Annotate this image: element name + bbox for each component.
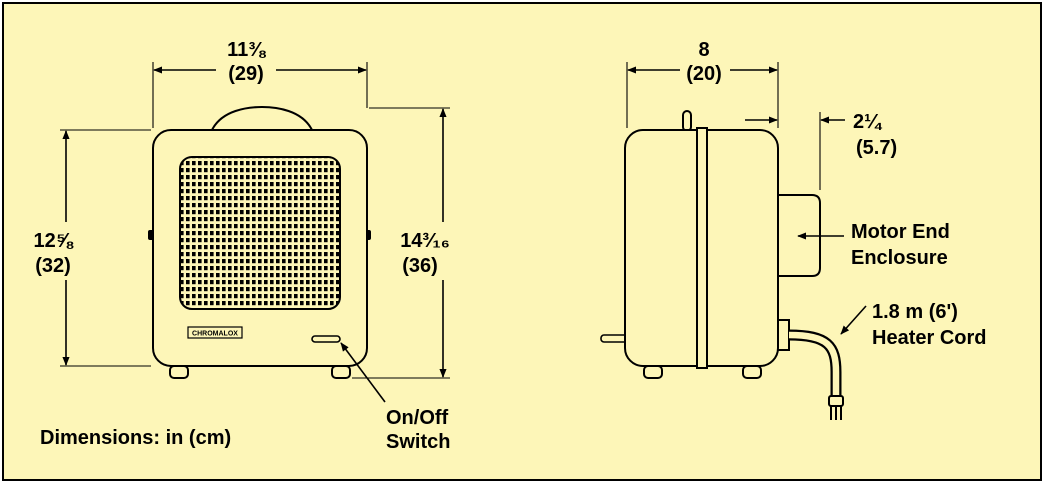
front-right-foot <box>331 365 351 379</box>
total-height-inches: 14³⁄₁₆ <box>400 230 450 252</box>
motor-depth-inches: 2¼ <box>853 111 883 133</box>
front-width-cm: (29) <box>228 63 264 85</box>
front-width-inches: 11⅜ <box>227 39 266 61</box>
side-right-foot <box>742 365 762 379</box>
brand-label: CHROMALOX <box>192 331 238 338</box>
front-handle <box>210 105 314 131</box>
side-band <box>696 127 708 369</box>
motor-label-line1: Motor End <box>851 221 950 243</box>
cord-plug <box>828 395 844 407</box>
total-height-cm: (36) <box>402 255 438 277</box>
side-depth-inches: 8 <box>698 39 709 61</box>
side-depth-cm: (20) <box>686 63 722 85</box>
side-knob <box>600 334 628 343</box>
motor-depth-cm: (5.7) <box>856 137 897 159</box>
cord-label-line1: 1.8 m (6') <box>872 301 958 323</box>
on-off-switch <box>311 335 341 343</box>
switch-label-line1: On/Off <box>386 407 449 429</box>
switch-label-line2: Switch <box>386 431 450 453</box>
front-height-label-bg <box>22 222 80 280</box>
front-height-inches: 12⅝ <box>34 230 74 252</box>
side-left-foot <box>643 365 663 379</box>
brand-plate <box>187 326 243 339</box>
switch-leader <box>340 342 386 403</box>
front-grille <box>179 156 341 310</box>
side-view: 8 (20) 2¼ (5.7) Motor End Enclosure 1.8 … <box>600 38 986 420</box>
front-height-cm: (32) <box>35 255 71 277</box>
heater-cord-inner <box>788 331 840 398</box>
side-depth-label-bg <box>680 38 730 86</box>
cord-label-line2: Heater Cord <box>872 327 986 349</box>
front-width-label-bg <box>216 38 276 86</box>
dimensions-units-note: Dimensions: in (cm) <box>40 427 231 449</box>
total-height-label-bg <box>392 222 464 280</box>
side-handle-post <box>682 110 692 132</box>
motor-label-line2: Enclosure <box>851 247 948 269</box>
front-view: CHROMALOX 11⅜ (29) 12⅝ (32) 14³⁄₁₆ (36) … <box>22 38 464 453</box>
front-left-foot <box>169 365 189 379</box>
cord-leader <box>840 305 867 335</box>
